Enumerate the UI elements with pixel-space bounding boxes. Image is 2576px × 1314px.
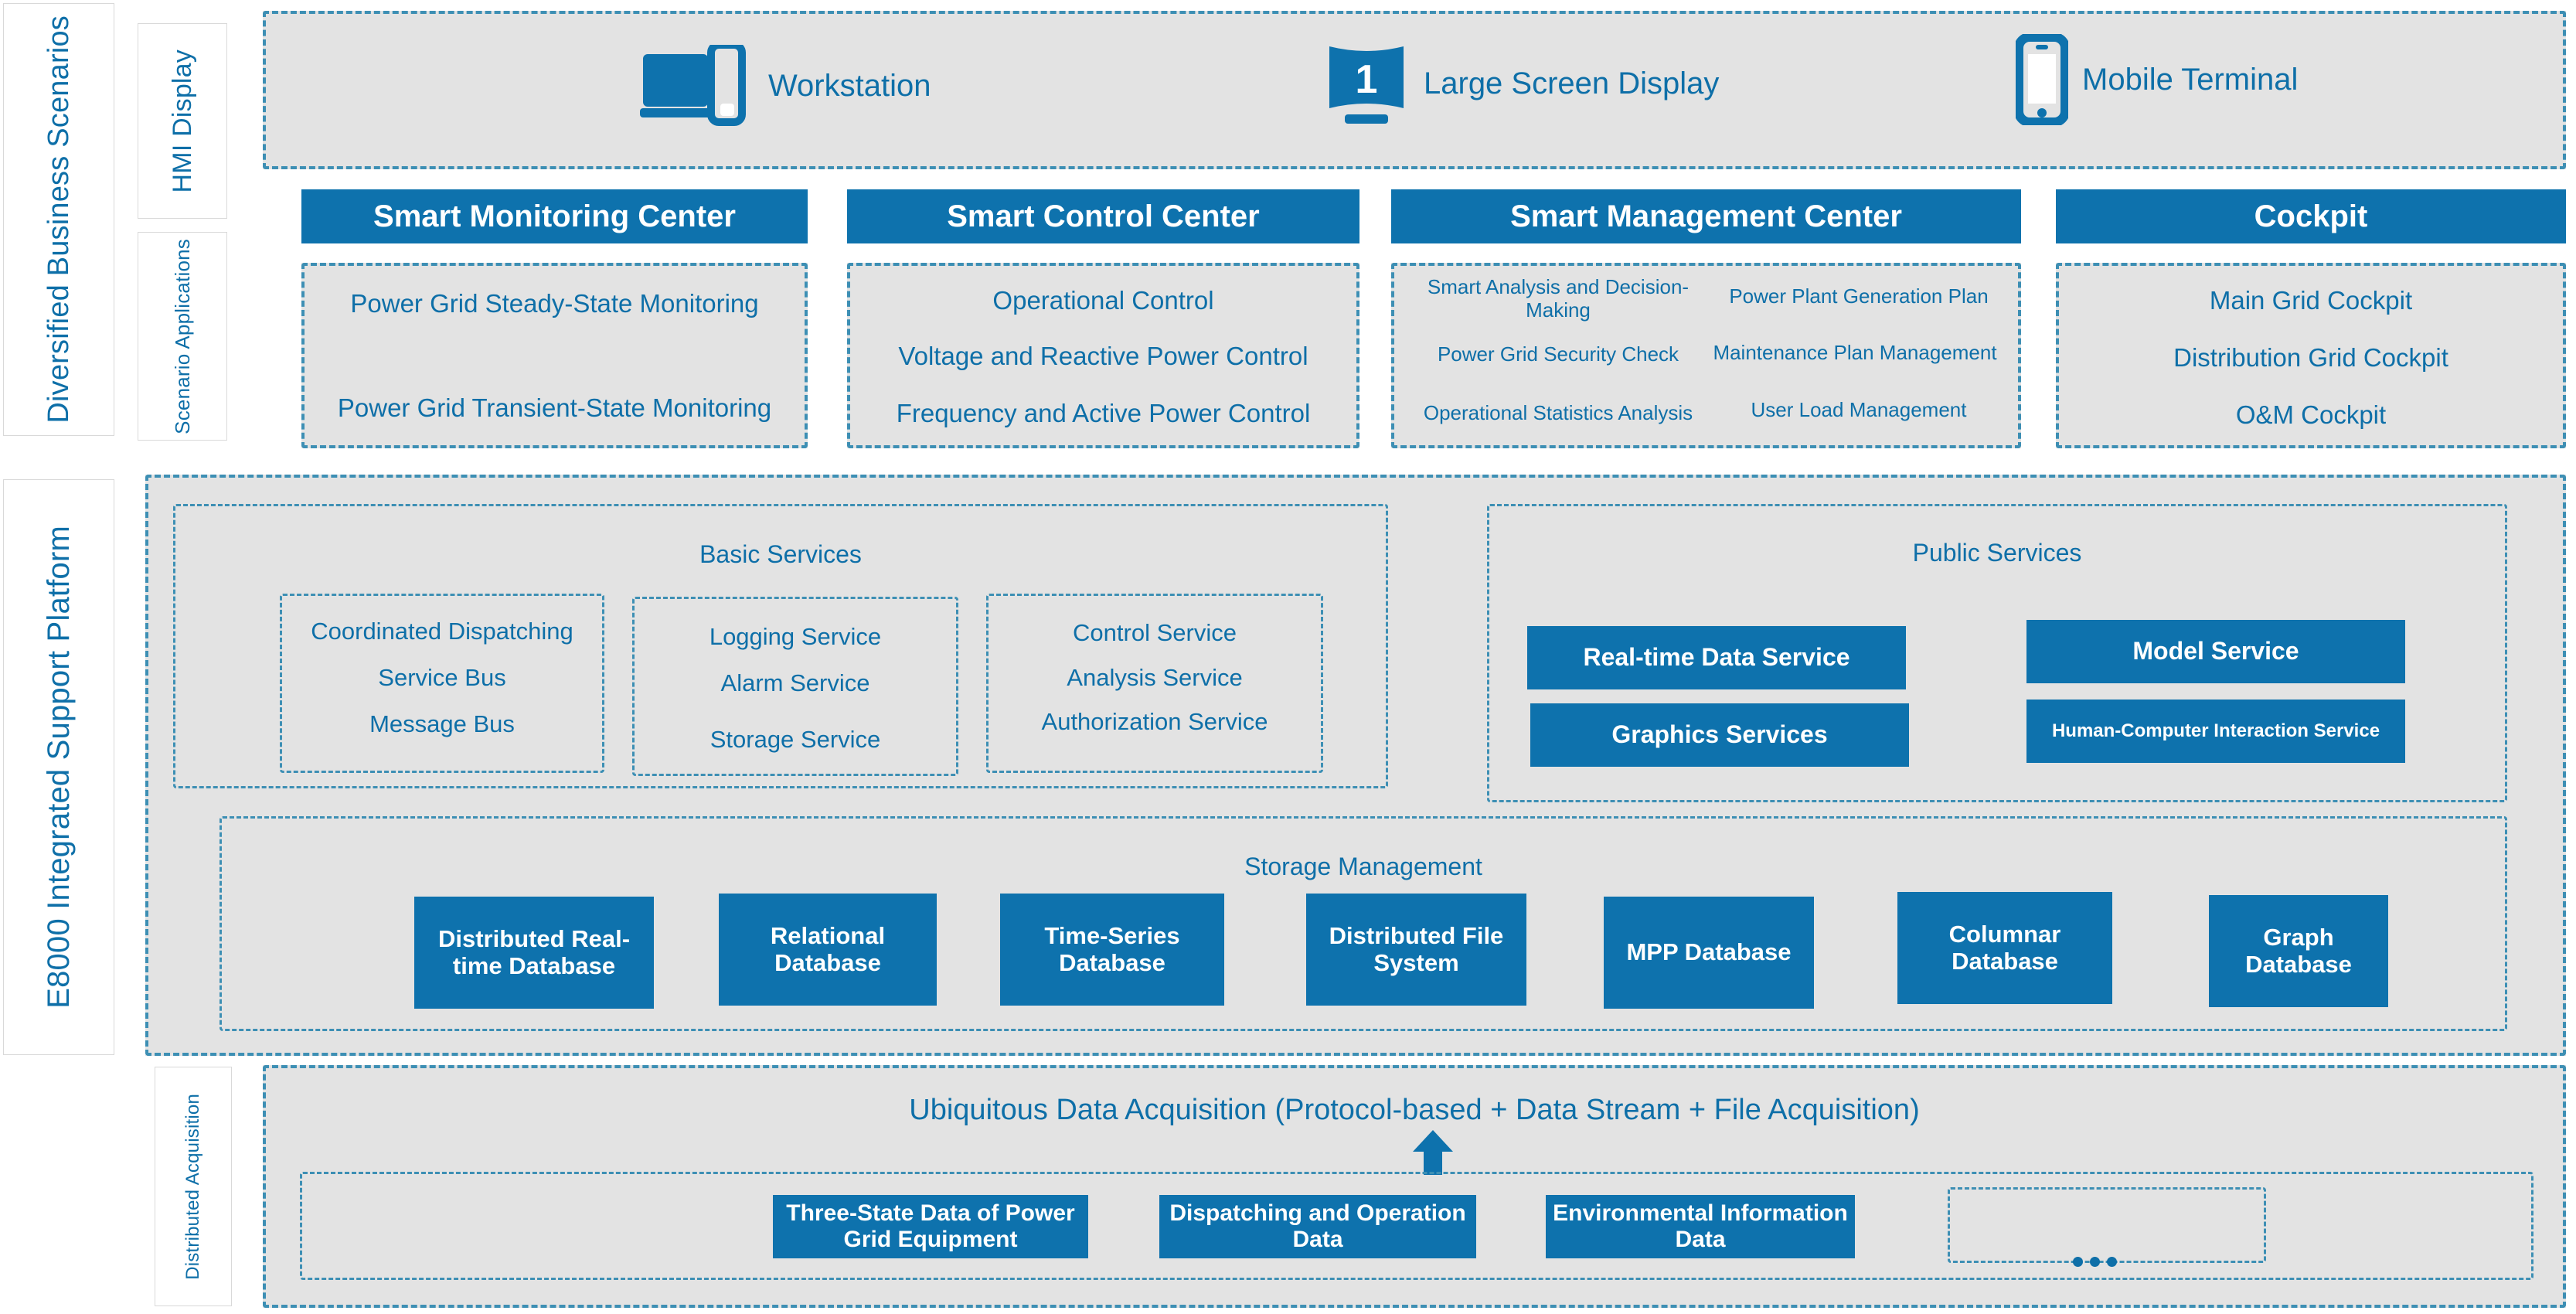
scenario-body-management-bg <box>1391 263 2021 448</box>
mobile-terminal-icon <box>2016 34 2068 125</box>
rail-business-scenarios: Diversified Business Scenarios <box>3 3 114 436</box>
acquisition-source-three-state[interactable]: Three-State Data of Power Grid Equipment <box>773 1195 1088 1258</box>
scenario-body-control-bg <box>847 263 1359 448</box>
rail-platform: E8000 Integrated Support Platform <box>3 479 114 1055</box>
scenario-item-management-left-2[interactable]: Operational Statistics Analysis <box>1423 401 1693 425</box>
ellipsis-dots-icon <box>2073 1257 2117 1267</box>
basic-services-item-0-2[interactable]: Message Bus <box>369 710 515 738</box>
scenario-item-cockpit-1[interactable]: Distribution Grid Cockpit <box>2173 343 2448 373</box>
scenario-header-management[interactable]: Smart Management Center <box>1391 189 2021 243</box>
rail-distributed-acquisition-label: Distributed Acquisition <box>182 1093 203 1280</box>
scenario-body-control <box>847 263 1359 448</box>
scenario-item-monitoring-1[interactable]: Power Grid Transient-State Monitoring <box>337 393 772 423</box>
basic-services-item-0-0[interactable]: Coordinated Dispatching <box>311 618 573 645</box>
storage-db-time-series[interactable]: Time-Series Database <box>1000 894 1224 1006</box>
hmi-display-dashed-border <box>263 11 2566 169</box>
scenario-item-control-0[interactable]: Operational Control <box>992 286 1214 315</box>
scenario-item-management-left-1[interactable]: Power Grid Security Check <box>1437 342 1679 366</box>
scenario-body-cockpit-bg <box>2056 263 2566 448</box>
acquisition-source-dispatching[interactable]: Dispatching and Operation Data <box>1159 1195 1476 1258</box>
storage-db-distributed-realtime[interactable]: Distributed Real- time Database <box>414 897 654 1009</box>
rail-scenario-applications-label: Scenario Applications <box>170 238 194 434</box>
svg-text:1: 1 <box>1356 57 1378 102</box>
scenario-item-cockpit-2[interactable]: O&M Cockpit <box>2235 400 2387 430</box>
scenario-item-cockpit-0[interactable]: Main Grid Cockpit <box>2209 286 2413 315</box>
scenario-header-monitoring[interactable]: Smart Monitoring Center <box>301 189 808 243</box>
scenario-header-cockpit[interactable]: Cockpit <box>2056 189 2566 243</box>
rail-business-scenarios-label: Diversified Business Scenarios <box>42 15 75 424</box>
scenario-body-monitoring <box>301 263 808 448</box>
scenario-item-management-left-0[interactable]: Smart Analysis and Decision-Making <box>1427 275 1690 322</box>
rail-platform-label: E8000 Integrated Support Platform <box>41 526 76 1009</box>
basic-services-item-0-1[interactable]: Service Bus <box>378 664 506 692</box>
scenario-body-cockpit <box>2056 263 2566 448</box>
rail-hmi-display-label: HMI Display <box>167 49 197 193</box>
basic-services-item-1-2[interactable]: Storage Service <box>710 726 881 754</box>
large-screen-display-icon: 1 <box>1323 40 1410 127</box>
storage-db-graph[interactable]: Graph Database <box>2209 895 2388 1007</box>
basic-services-group-0 <box>280 594 604 773</box>
platform-dashed-border <box>145 475 2566 1056</box>
storage-management-box <box>219 816 2507 1031</box>
public-services-box <box>1487 504 2507 802</box>
scenario-item-management-right-2[interactable]: User Load Management <box>1751 398 1967 422</box>
public-services-tile-graphics[interactable]: Graphics Services <box>1530 703 1909 767</box>
public-services-tile-hci[interactable]: Human-Computer Interaction Service <box>2026 700 2405 763</box>
basic-services-item-1-0[interactable]: Logging Service <box>709 623 882 651</box>
hmi-device-mobile-terminal[interactable]: Mobile Terminal <box>2016 34 2298 125</box>
storage-db-distributed-file-system[interactable]: Distributed File System <box>1306 894 1526 1006</box>
hmi-device-mobile-terminal-label: Mobile Terminal <box>2082 62 2299 97</box>
storage-db-mpp[interactable]: MPP Database <box>1604 897 1814 1009</box>
basic-services-item-2-2[interactable]: Authorization Service <box>1041 708 1268 736</box>
scenario-item-monitoring-0[interactable]: Power Grid Steady-State Monitoring <box>350 289 759 318</box>
acquisition-sources-box <box>300 1172 2533 1280</box>
scenario-body-management <box>1391 263 2021 448</box>
storage-db-columnar[interactable]: Columnar Database <box>1897 892 2112 1004</box>
acquisition-title: Ubiquitous Data Acquisition (Protocol-ba… <box>909 1094 1920 1127</box>
acquisition-panel <box>263 1065 2566 1308</box>
scenario-header-control[interactable]: Smart Control Center <box>847 189 1359 243</box>
acquisition-source-environmental[interactable]: Environmental Information Data <box>1546 1195 1855 1258</box>
scenario-item-management-right-1[interactable]: Maintenance Plan Management <box>1713 341 1997 365</box>
hmi-device-workstation[interactable]: Workstation <box>640 45 931 127</box>
basic-services-item-1-1[interactable]: Alarm Service <box>720 669 870 697</box>
scenario-item-control-1[interactable]: Voltage and Reactive Power Control <box>898 342 1308 371</box>
scenario-item-control-2[interactable]: Frequency and Active Power Control <box>896 399 1311 428</box>
basic-services-title: Basic Services <box>699 540 862 568</box>
basic-services-group-1 <box>632 597 958 776</box>
hmi-device-large-screen-label: Large Screen Display <box>1424 66 1720 100</box>
acquisition-dashed-border <box>263 1065 2566 1308</box>
basic-services-item-2-0[interactable]: Control Service <box>1073 619 1237 647</box>
hmi-device-large-screen[interactable]: 1 Large Screen Display <box>1323 40 1719 127</box>
storage-db-relational[interactable]: Relational Database <box>719 894 937 1006</box>
basic-services-box <box>173 504 1388 788</box>
rail-scenario-applications: Scenario Applications <box>138 232 227 441</box>
acquisition-up-arrow-icon <box>1411 1130 1455 1175</box>
workstation-icon <box>640 45 754 127</box>
public-services-title: Public Services <box>1912 538 2082 567</box>
rail-hmi-display: HMI Display <box>138 23 227 219</box>
acquisition-placeholder-box <box>1948 1187 2266 1263</box>
hmi-device-workstation-label: Workstation <box>768 68 931 103</box>
basic-services-group-2 <box>986 594 1323 773</box>
rail-distributed-acquisition: Distributed Acquisition <box>155 1067 232 1306</box>
basic-services-item-2-1[interactable]: Analysis Service <box>1067 664 1243 692</box>
scenario-body-monitoring-bg <box>301 263 808 448</box>
storage-management-title: Storage Management <box>1244 852 1482 880</box>
public-services-tile-model[interactable]: Model Service <box>2026 620 2405 683</box>
public-services-tile-real-time-data[interactable]: Real-time Data Service <box>1527 626 1906 689</box>
scenario-item-management-right-0[interactable]: Power Plant Generation Plan <box>1729 284 1989 308</box>
